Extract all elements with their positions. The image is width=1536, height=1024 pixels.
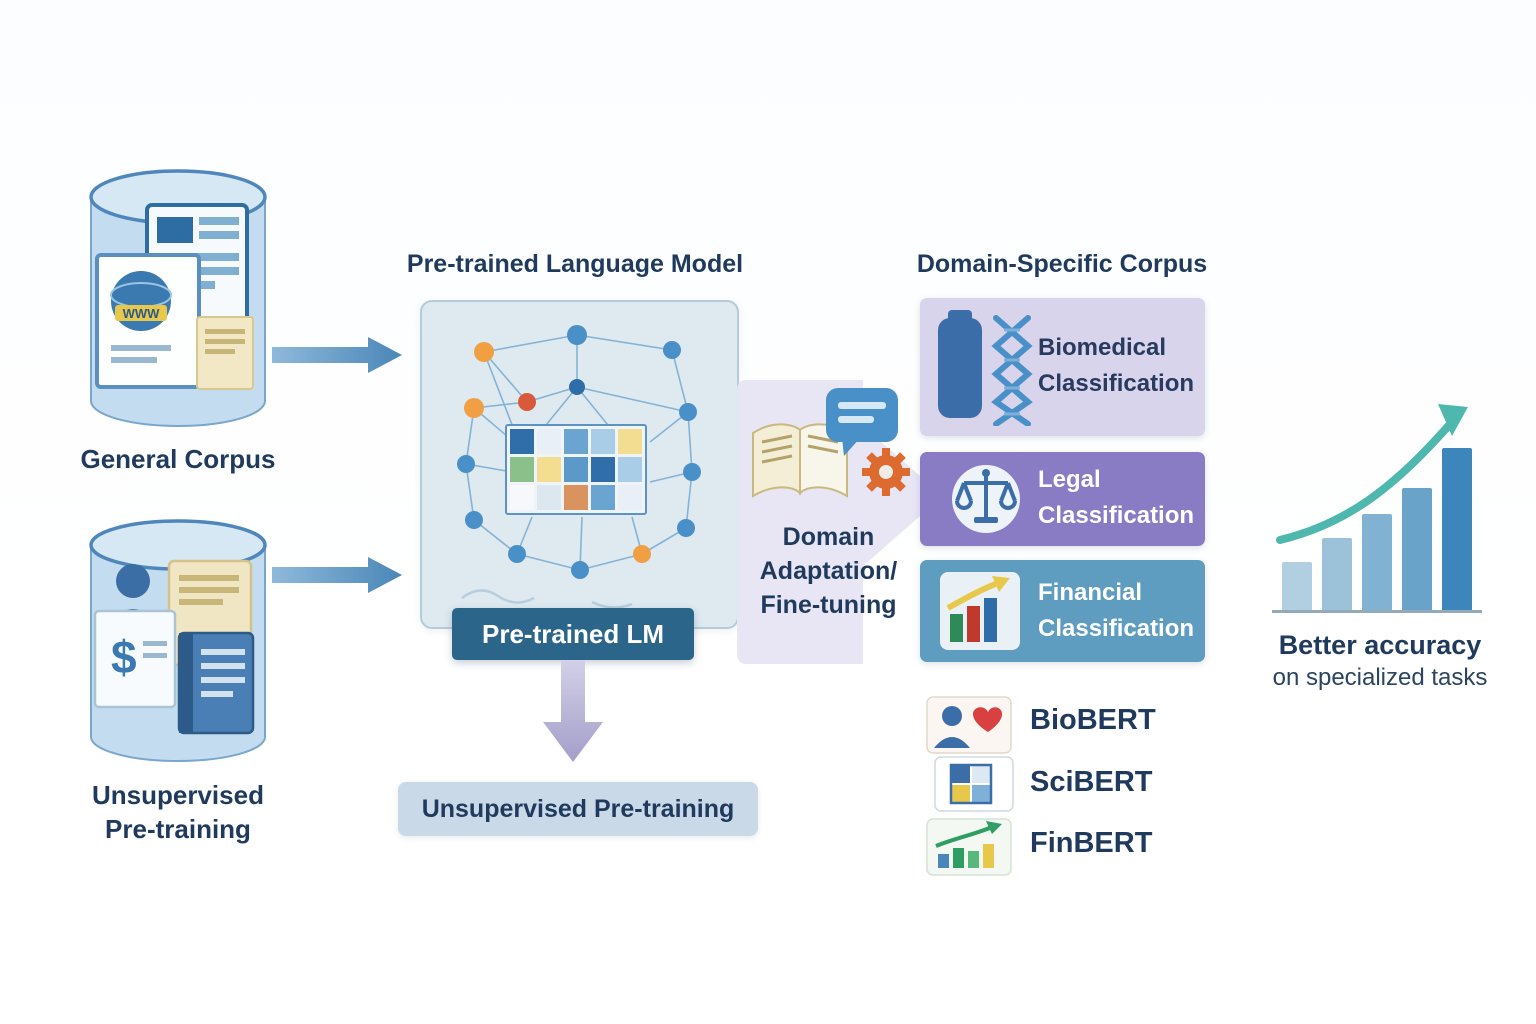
accuracy-bar-1 <box>1282 562 1312 610</box>
dna-icon <box>938 310 1033 426</box>
model-finbert: FinBERT <box>1030 827 1153 859</box>
person-heart-icon <box>926 696 1012 754</box>
dollar-sign-text: $ <box>111 631 137 683</box>
domain-corpus-title: Domain-Specific Corpus <box>916 250 1208 278</box>
legal-label: Legal Classification <box>1038 466 1195 529</box>
embedding-matrix <box>505 424 647 515</box>
general-corpus-label: General Corpus <box>80 444 276 474</box>
model-scibert: SciBERT <box>1030 766 1153 798</box>
unsupervised-source-line2: Pre-training <box>105 814 251 844</box>
globe-www-text: WWW <box>123 306 161 321</box>
financial-box: Financial Classification <box>920 560 1205 662</box>
gear-icon <box>862 448 910 496</box>
accuracy-bar-2 <box>1322 538 1352 610</box>
model-biobert: BioBERT <box>1030 704 1156 736</box>
adaptation-line3: Fine-tuning <box>760 591 897 619</box>
accuracy-caption-line1: Better accuracy <box>1278 630 1482 660</box>
scales-icon <box>952 465 1020 533</box>
neural-network-graphic <box>457 325 701 609</box>
adaptation-line1: Domain <box>782 523 875 551</box>
accuracy-bar-3 <box>1362 514 1392 610</box>
table-grid-icon <box>934 756 1014 812</box>
finance-documents-icon: $ <box>93 559 255 735</box>
unsupervised-pretraining-label: Unsupervised Pre-training <box>398 782 758 836</box>
accuracy-bar-5 <box>1442 448 1472 610</box>
accuracy-chart <box>1272 418 1482 613</box>
pretrained-lm-badge: Pre-trained LM <box>452 608 694 660</box>
bar-chart-icon <box>940 572 1020 650</box>
adaptation-label: Domain Adaptation/ Fine-tuning <box>736 520 921 622</box>
arrow-unsupervised-to-model <box>272 557 402 593</box>
dollar-doc-icon: $ <box>93 609 177 709</box>
adaptation-line2: Adaptation/ <box>759 557 898 585</box>
arrow-general-to-model <box>272 337 402 373</box>
growth-arrow-icon <box>1276 404 1468 544</box>
accuracy-bar-4 <box>1402 488 1432 610</box>
person-icon <box>116 564 150 598</box>
network-nodes <box>457 325 701 579</box>
arrow-model-to-pretraining <box>543 660 603 762</box>
www-globe-icon: WWW <box>110 271 172 331</box>
accuracy-caption-line2: on specialized tasks <box>1272 664 1488 691</box>
trend-bars-icon <box>926 818 1012 876</box>
model-title: Pre-trained Language Model <box>406 250 744 278</box>
biomedical-box: Biomedical Classification <box>920 298 1205 436</box>
web-documents-icon: WWW <box>95 203 254 390</box>
legal-box: Legal Classification <box>920 452 1205 546</box>
biomedical-label: Biomedical Classification <box>1038 334 1195 397</box>
general-corpus-cylinder: WWW <box>89 169 267 427</box>
adaptation-icons <box>752 388 910 498</box>
chat-bubble-icon <box>826 388 898 456</box>
unsupervised-corpus-cylinder: $ <box>89 519 267 762</box>
unsupervised-source-line1: Unsupervised <box>92 780 264 810</box>
financial-label: Financial Classification <box>1038 579 1195 642</box>
unsupervised-source-label: Unsupervised Pre-training <box>58 778 298 846</box>
